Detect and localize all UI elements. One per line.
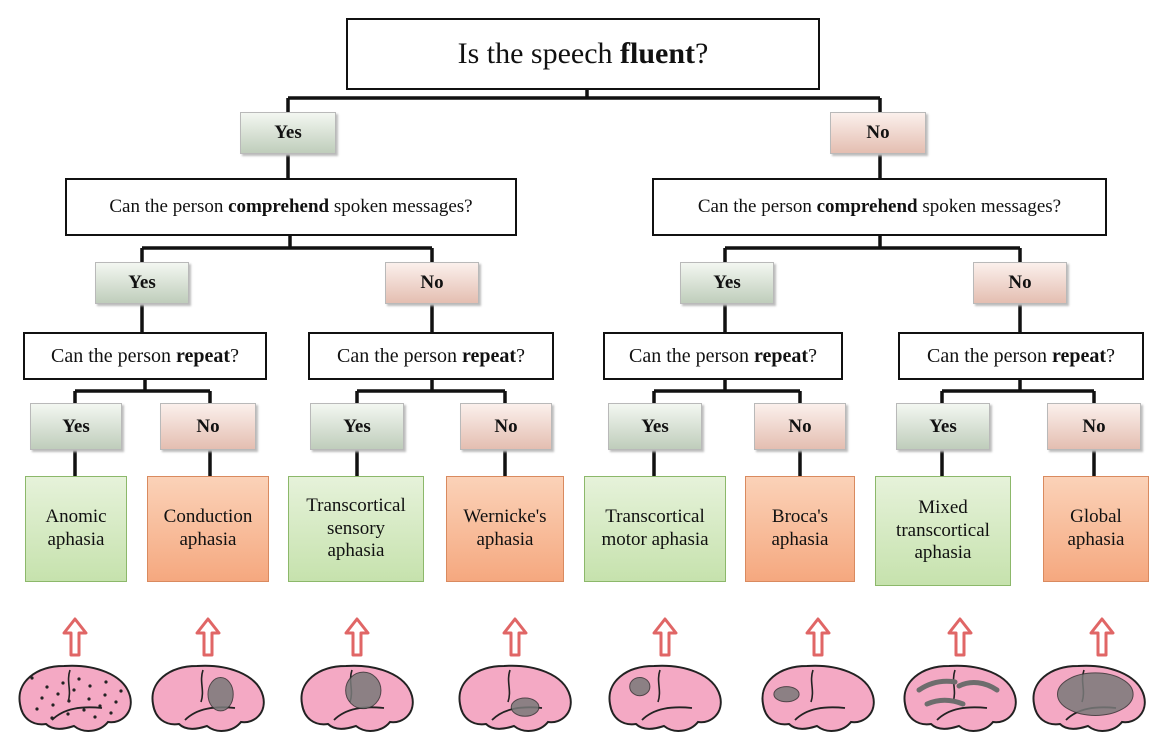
outcome-wernickes-aphasia: Wernicke's aphasia bbox=[446, 476, 564, 582]
up-arrow-icon bbox=[195, 617, 221, 657]
up-arrow-icon bbox=[502, 617, 528, 657]
answer-yes-repeat-2: Yes bbox=[310, 403, 404, 450]
repeat-question-text: Can the person repeat? bbox=[51, 344, 239, 367]
repeat-question-text: Can the person repeat? bbox=[927, 344, 1115, 367]
answer-no-repeat-4: No bbox=[1047, 403, 1141, 450]
outcome-anomic-aphasia: Anomic aphasia bbox=[25, 476, 127, 582]
up-arrow-icon bbox=[62, 617, 88, 657]
answer-no-fluent: No bbox=[830, 112, 926, 154]
comprehend-question-right: Can the person comprehend spoken message… bbox=[652, 178, 1107, 236]
brain-lesion-icon bbox=[18, 664, 132, 732]
up-arrow-icon bbox=[947, 617, 973, 657]
outcome-brocas-aphasia: Broca's aphasia bbox=[745, 476, 855, 582]
up-arrow-icon bbox=[805, 617, 831, 657]
answer-no-repeat-3: No bbox=[754, 403, 846, 450]
repeat-question-2: Can the person repeat? bbox=[308, 332, 554, 380]
repeat-question-text: Can the person repeat? bbox=[337, 344, 525, 367]
answer-yes-repeat-3: Yes bbox=[608, 403, 702, 450]
up-arrow-icon bbox=[1089, 617, 1115, 657]
root-question-box: Is the speech fluent? bbox=[346, 18, 820, 90]
comprehend-question-left: Can the person comprehend spoken message… bbox=[65, 178, 517, 236]
up-arrow-icon bbox=[344, 617, 370, 657]
brain-lesion-icon bbox=[1032, 664, 1146, 732]
answer-no-repeat-1: No bbox=[160, 403, 256, 450]
repeat-question-4: Can the person repeat? bbox=[898, 332, 1144, 380]
brain-lesion-icon bbox=[300, 664, 414, 732]
answer-yes-fluent: Yes bbox=[240, 112, 336, 154]
repeat-question-3: Can the person repeat? bbox=[603, 332, 843, 380]
answer-yes-repeat-4: Yes bbox=[896, 403, 990, 450]
brain-lesion-icon bbox=[151, 664, 265, 732]
answer-no-comprehend-left: No bbox=[385, 262, 479, 304]
outcome-conduction-aphasia: Conduction aphasia bbox=[147, 476, 269, 582]
outcome-mixed-transcortical-aphasia: Mixed transcortical aphasia bbox=[875, 476, 1011, 586]
brain-lesion-icon bbox=[458, 664, 572, 732]
up-arrow-icon bbox=[652, 617, 678, 657]
outcome-transcortical-motor-aphasia: Transcortical motor aphasia bbox=[584, 476, 726, 582]
comprehend-question-text: Can the person comprehend spoken message… bbox=[109, 196, 473, 218]
repeat-question-1: Can the person repeat? bbox=[23, 332, 267, 380]
comprehend-question-text: Can the person comprehend spoken message… bbox=[697, 196, 1062, 218]
answer-yes-comprehend-left: Yes bbox=[95, 262, 189, 304]
answer-yes-comprehend-right: Yes bbox=[680, 262, 774, 304]
outcome-global-aphasia: Global aphasia bbox=[1043, 476, 1149, 582]
repeat-question-text: Can the person repeat? bbox=[629, 344, 817, 367]
outcome-transcortical-sensory-aphasia: Transcortical sensory aphasia bbox=[288, 476, 424, 582]
answer-no-comprehend-right: No bbox=[973, 262, 1067, 304]
answer-no-repeat-2: No bbox=[460, 403, 552, 450]
root-question-text: Is the speech fluent? bbox=[457, 36, 709, 70]
brain-lesion-icon bbox=[761, 664, 875, 732]
answer-yes-repeat-1: Yes bbox=[30, 403, 122, 450]
brain-lesion-icon bbox=[903, 664, 1017, 732]
brain-lesion-icon bbox=[608, 664, 722, 732]
